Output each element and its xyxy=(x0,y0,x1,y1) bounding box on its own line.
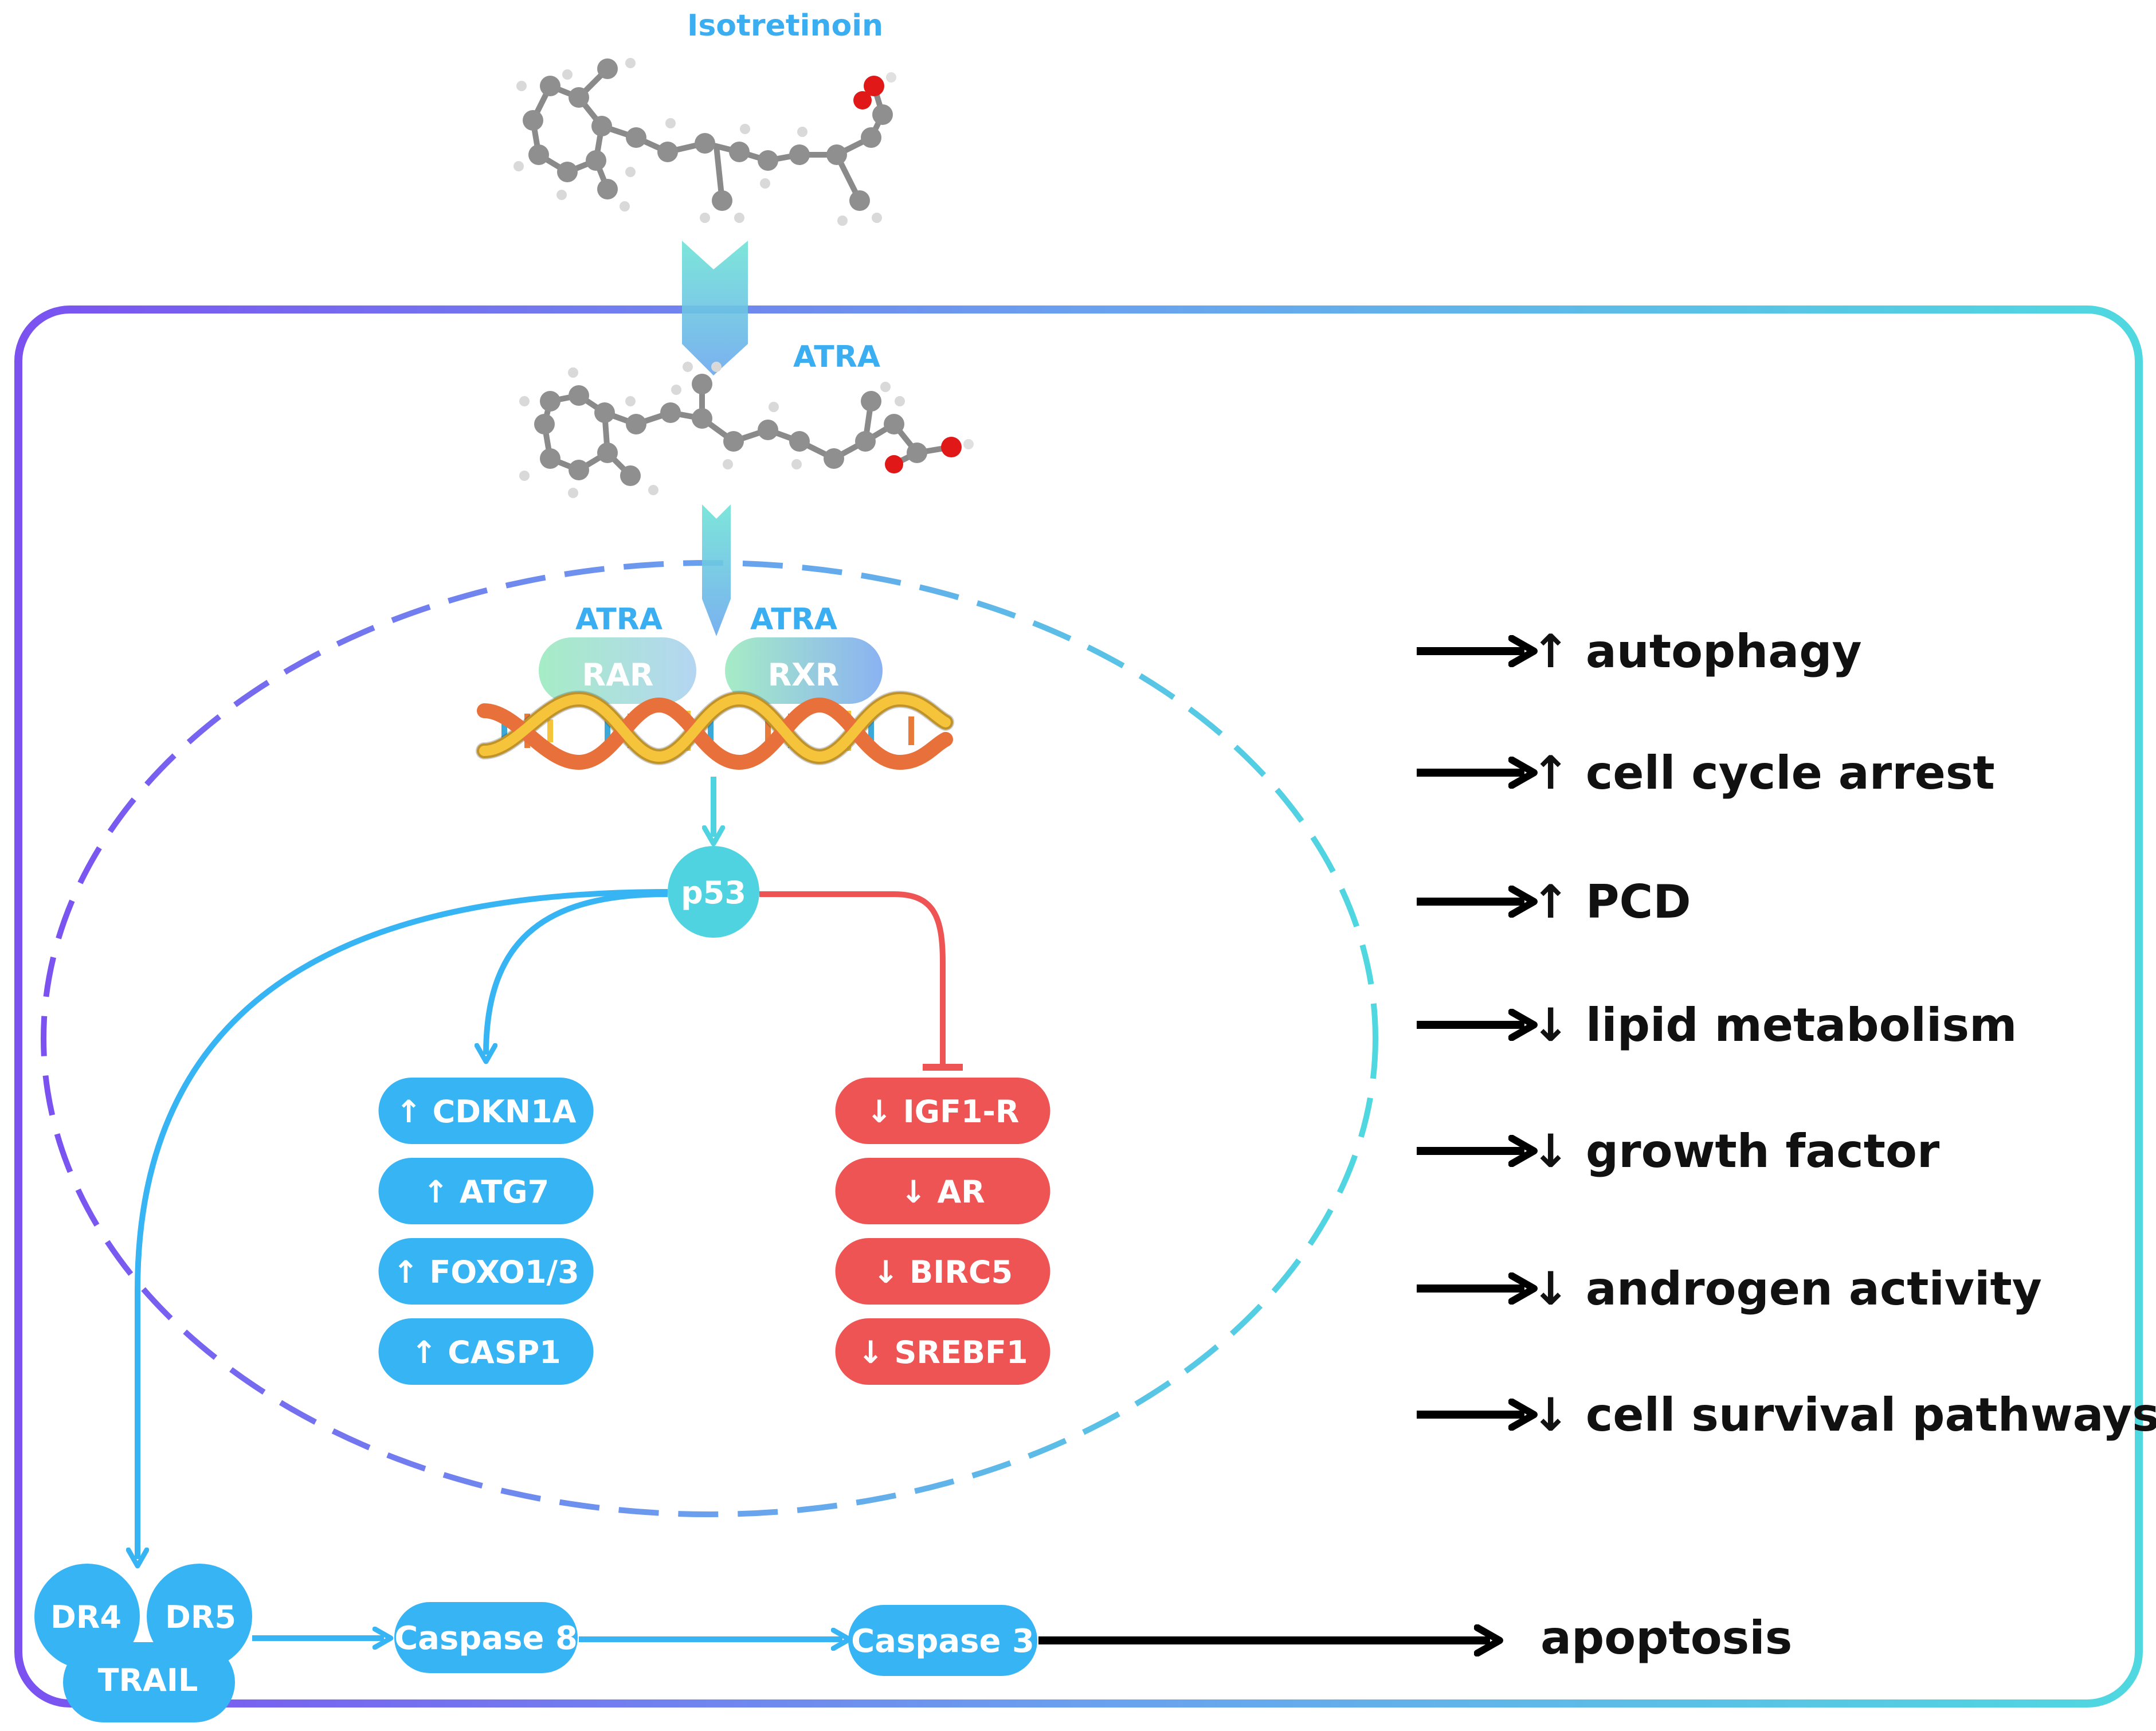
outcome-label: ↓ androgen activity xyxy=(1531,1262,2042,1315)
upregulated-gene-pill xyxy=(378,1238,594,1305)
upregulated-gene-label: ↑ CDKN1A xyxy=(396,1094,577,1130)
dr5-label: DR5 xyxy=(165,1599,236,1635)
downregulated-gene-pill xyxy=(835,1158,1050,1224)
downregulated-group: ↓ IGF1-R ↓ AR ↓ BIRC5 ↓ SREBF1 xyxy=(835,1078,1050,1385)
caspase8-node xyxy=(394,1602,578,1673)
downregulated-gene-label: ↓ SREBF1 xyxy=(857,1334,1028,1370)
dr4-label: DR4 xyxy=(50,1599,121,1635)
p53-to-trail-arrow xyxy=(138,889,668,1559)
downregulated-gene-pill xyxy=(835,1078,1050,1144)
outcome-label: ↑ PCD xyxy=(1531,875,1691,929)
dr5-receptor xyxy=(147,1564,252,1669)
rar-receptor xyxy=(539,637,696,704)
downregulated-gene-label: ↓ AR xyxy=(900,1174,985,1210)
isotretinoin-label: Isotretinoin xyxy=(687,9,883,43)
outcome-label: ↑ cell cycle arrest xyxy=(1531,746,1995,800)
outcome-label: ↓ cell survival pathways xyxy=(1531,1388,2156,1442)
downregulated-gene-pill xyxy=(835,1238,1050,1305)
downregulated-gene-label: ↓ IGF1-R xyxy=(867,1094,1020,1130)
upregulated-gene-pill xyxy=(378,1318,594,1385)
caspase3-node xyxy=(848,1605,1037,1676)
upregulated-group: ↑ CDKN1A ↑ ATG7 ↑ FOXO1/3 ↑ CASP1 xyxy=(378,1078,594,1385)
death-receptor-complex: DR4 DR5 TRAIL xyxy=(34,1564,252,1722)
atra-bound-label-rxr: ATRA xyxy=(750,602,837,637)
outcome-label: ↓ lipid metabolism xyxy=(1531,998,2017,1052)
upregulated-gene-label: ↑ ATG7 xyxy=(423,1174,549,1210)
conversion-arrow-icon xyxy=(682,241,748,375)
p53-to-upregulated-arrow xyxy=(486,891,668,1055)
upregulated-gene-pill xyxy=(378,1158,594,1224)
outcome-label: ↓ growth factor xyxy=(1531,1125,1940,1178)
outcomes-list: ↑ autophagy ↑ cell cycle arrest ↑ PCD ↓ lip… xyxy=(1417,625,2156,1442)
nuclear-entry-arrow-icon xyxy=(702,504,731,636)
downregulated-gene-pill xyxy=(835,1318,1050,1385)
p53-node xyxy=(668,846,759,938)
atra-bound-label-rar: ATRA xyxy=(575,602,663,637)
rar-label: RAR xyxy=(582,657,654,693)
upregulated-gene-label: ↑ FOXO1/3 xyxy=(393,1254,579,1290)
p53-label: p53 xyxy=(681,875,746,911)
caspase8-label: Caspase 8 xyxy=(394,1620,578,1657)
upregulated-gene-pill xyxy=(378,1078,594,1144)
rxr-receptor xyxy=(725,637,883,704)
molecule-icon xyxy=(519,362,974,498)
apoptosis-label: apoptosis xyxy=(1540,1611,1792,1665)
downregulated-gene-label: ↓ BIRC5 xyxy=(873,1254,1013,1290)
outcome-label: ↑ autophagy xyxy=(1531,625,1862,678)
trail-label: TRAIL xyxy=(98,1662,198,1698)
atra-label: ATRA xyxy=(793,340,880,374)
dr4-receptor xyxy=(34,1564,140,1669)
upregulated-gene-label: ↑ CASP1 xyxy=(411,1334,561,1370)
dna-helix-icon xyxy=(476,690,954,770)
rxr-label: RXR xyxy=(768,657,840,693)
p53-inhibition-line xyxy=(759,891,946,1065)
cell-membrane xyxy=(14,306,2143,1707)
molecule-icon xyxy=(513,58,896,226)
caspase3-label: Caspase 3 xyxy=(851,1623,1034,1660)
